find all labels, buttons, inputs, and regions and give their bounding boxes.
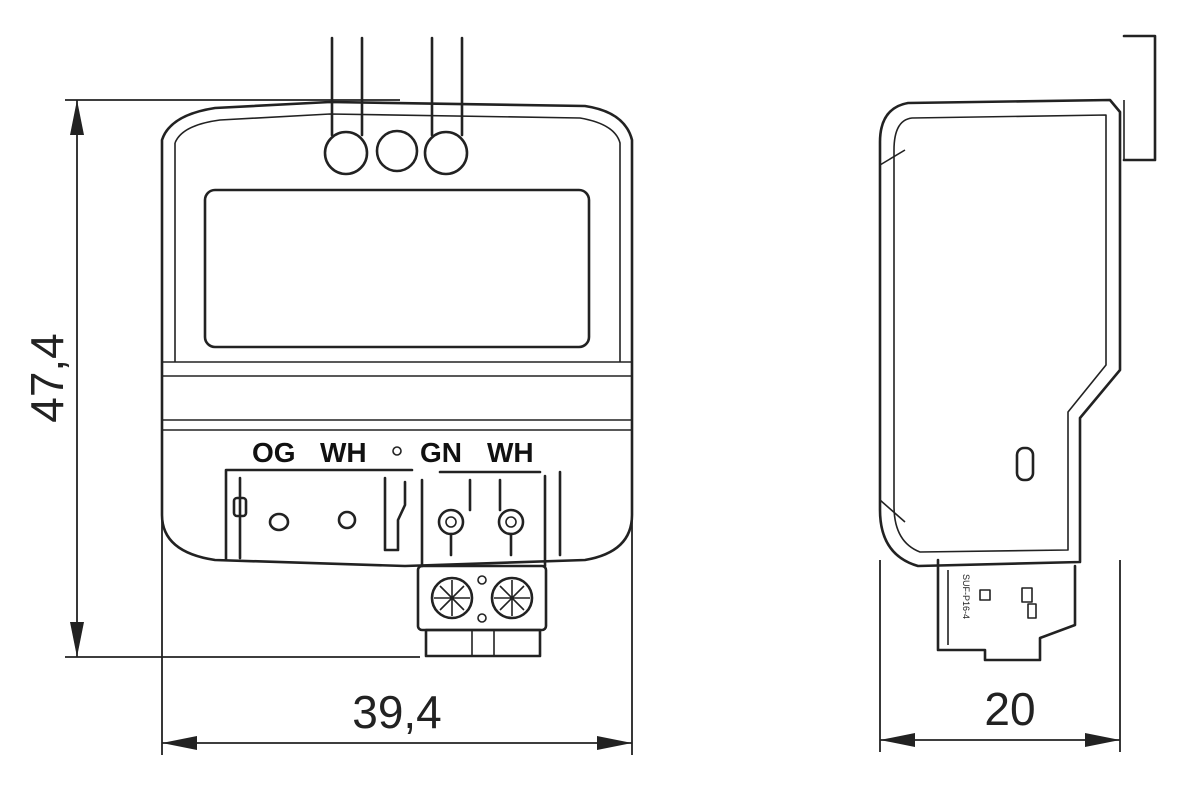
side-terminal-block: SUF-P16-4 — [936, 558, 1077, 662]
terminal-label-og: OG — [252, 437, 296, 468]
side-wire-lead — [1122, 34, 1157, 162]
height-value: 47,4 — [21, 333, 73, 423]
side-housing — [878, 98, 1122, 568]
screw-left-icon — [430, 576, 474, 620]
side-marking: SUF-P16-4 — [961, 574, 971, 619]
screw-right-icon — [490, 576, 534, 620]
side-view: SUF-P16-4 20 — [878, 34, 1157, 752]
left-terminal-bay — [224, 468, 414, 562]
center-dot-icon — [392, 446, 402, 456]
housing-body — [160, 100, 634, 568]
terminal-labels: OG WH GN WH — [252, 437, 534, 468]
width-dimension: 39,4 — [161, 520, 633, 755]
depth-value: 20 — [984, 683, 1035, 735]
height-dimension: 47,4 — [21, 99, 420, 658]
front-view: OG WH GN WH — [21, 36, 634, 755]
terminal-block — [416, 470, 562, 658]
label-window — [203, 188, 591, 349]
wire-leads — [323, 36, 469, 176]
terminal-label-wh-1: WH — [320, 437, 367, 468]
depth-dimension: 20 — [879, 560, 1121, 752]
width-value: 39,4 — [352, 686, 442, 738]
terminal-label-wh-2: WH — [487, 437, 534, 468]
side-slot — [1015, 446, 1035, 482]
terminal-label-gn: GN — [420, 437, 462, 468]
